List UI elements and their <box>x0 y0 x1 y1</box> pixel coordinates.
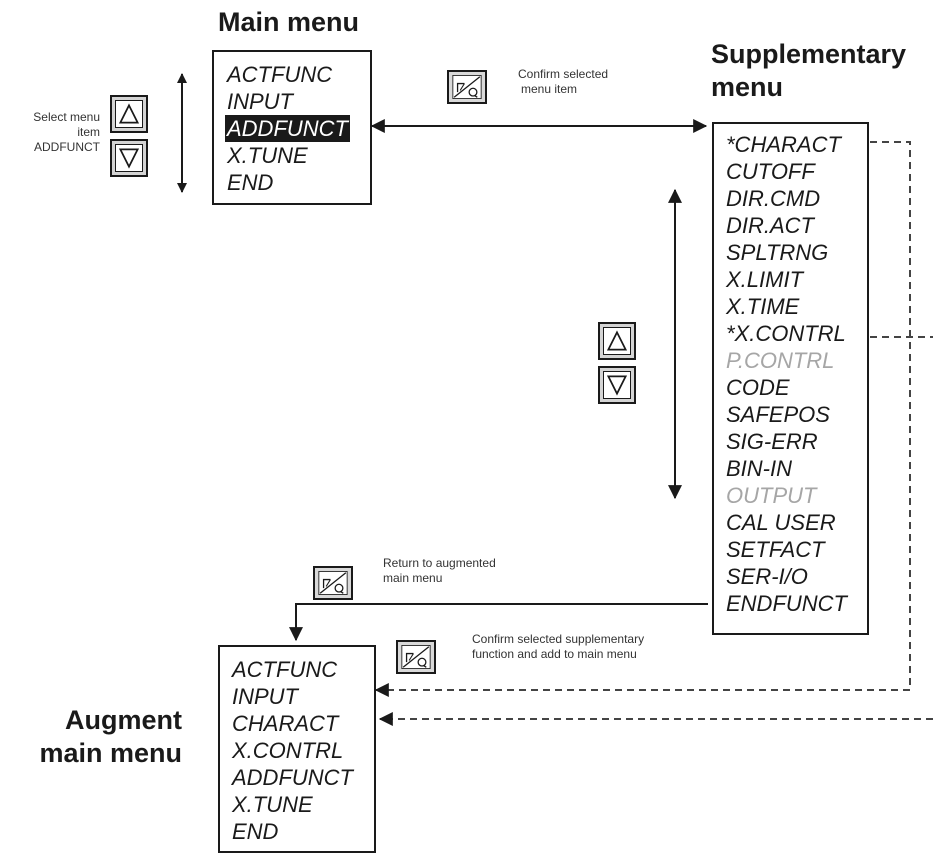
augmented-item-end[interactable]: END <box>232 819 279 844</box>
confirm-supp-note-line2: function and add to main menu <box>472 647 637 661</box>
select-note: Select menu item ADDFUNCT <box>6 110 100 155</box>
select-note-line3: ADDFUNCT <box>34 140 100 154</box>
supp-item-endfunct[interactable]: ENDFUNCT <box>726 591 847 616</box>
select-note-line2: item <box>77 125 100 139</box>
supp-item-p-contrl: P.CONTRL <box>726 348 835 373</box>
arrow-down-key-icon[interactable] <box>598 366 636 404</box>
supp-item-x-time[interactable]: X.TIME <box>726 294 800 319</box>
confirm-item-note-line2: menu item <box>521 82 578 96</box>
augmented-item-actfunc[interactable]: ACTFUNC <box>232 657 338 682</box>
return-note: Return to augmented main menu <box>383 556 496 586</box>
supp-item-sig-err[interactable]: SIG-ERR <box>726 429 818 454</box>
enter-key-icon[interactable] <box>396 640 436 674</box>
main-menu-title: Main menu <box>218 7 360 37</box>
supp-item-charact[interactable]: *CHARACT <box>726 132 841 157</box>
supp-item-cutoff[interactable]: CUTOFF <box>726 159 815 184</box>
supp-item-code[interactable]: CODE <box>726 375 790 400</box>
main-menu-item-input[interactable]: INPUT <box>227 89 293 114</box>
supp-item-ser-io[interactable]: SER-I/O <box>726 564 808 589</box>
supp-item-safepos[interactable]: SAFEPOS <box>726 402 830 427</box>
return-arrow <box>289 603 708 642</box>
supp-item-dir-cmd[interactable]: DIR.CMD <box>726 186 821 211</box>
supp-item-spltrng[interactable]: SPLTRNG <box>726 240 829 265</box>
main-menu-item-xtune[interactable]: X.TUNE <box>227 143 308 168</box>
augmented-item-addfunct[interactable]: ADDFUNCT <box>232 765 353 790</box>
dashed-characT-path <box>374 141 911 697</box>
arrow-up-key-icon[interactable] <box>110 95 148 133</box>
supp-item-cal-user[interactable]: CAL USER <box>726 510 836 535</box>
main-menu-item-actfunc[interactable]: ACTFUNC <box>227 62 333 87</box>
supp-item-output: OUTPUT <box>726 483 817 508</box>
supplementary-title-line2: menu <box>711 72 784 102</box>
select-note-line1: Select menu <box>33 110 100 124</box>
return-note-line2: main menu <box>383 571 443 585</box>
augmented-item-charact[interactable]: CHARACT <box>232 711 339 736</box>
supp-item-bin-in[interactable]: BIN-IN <box>726 456 792 481</box>
supp-item-setfact[interactable]: SETFACT <box>726 537 825 562</box>
supp-item-dir-act[interactable]: DIR.ACT <box>726 213 814 238</box>
augmented-item-xtune[interactable]: X.TUNE <box>232 792 313 817</box>
confirm-item-note: Confirm selected menu item <box>518 67 608 97</box>
arrow-up-key-icon[interactable] <box>598 322 636 360</box>
confirm-supplementary-note: Confirm selected supplementary function … <box>472 632 644 662</box>
confirm-supp-note-line1: Confirm selected supplementary <box>472 632 645 646</box>
main-menu-item-addfunct[interactable]: ADDFUNCT <box>225 115 350 142</box>
arrow-down-key-icon[interactable] <box>110 139 148 177</box>
main-menu-box: ACTFUNC INPUT ADDFUNCT X.TUNE END <box>212 50 372 205</box>
augmented-menu-title: Augment main menu <box>22 704 182 770</box>
supplementary-title-line1: Supplementary <box>711 39 907 69</box>
confirm-item-note-line1: Confirm selected <box>518 67 609 81</box>
return-note-line1: Return to augmented <box>383 556 496 570</box>
supp-item-x-contrl[interactable]: *X.CONTRL <box>726 321 846 346</box>
augmented-item-input[interactable]: INPUT <box>232 684 298 709</box>
supplementary-menu-title: Supplementary menu <box>711 38 906 104</box>
enter-key-icon[interactable] <box>313 566 353 600</box>
supplementary-menu-box: *CHARACT CUTOFF DIR.CMD DIR.ACT SPLTRNG … <box>712 122 869 635</box>
enter-key-icon[interactable] <box>447 70 487 104</box>
supp-item-x-limit[interactable]: X.LIMIT <box>726 267 804 292</box>
augmented-menu-box: ACTFUNC INPUT CHARACT X.CONTRL ADDFUNCT … <box>218 645 376 853</box>
augmented-title-line1: Augment <box>65 705 182 735</box>
augmented-item-x-contrl[interactable]: X.CONTRL <box>232 738 344 763</box>
augmented-title-line2: main menu <box>39 738 182 768</box>
main-menu-item-end[interactable]: END <box>227 170 274 195</box>
